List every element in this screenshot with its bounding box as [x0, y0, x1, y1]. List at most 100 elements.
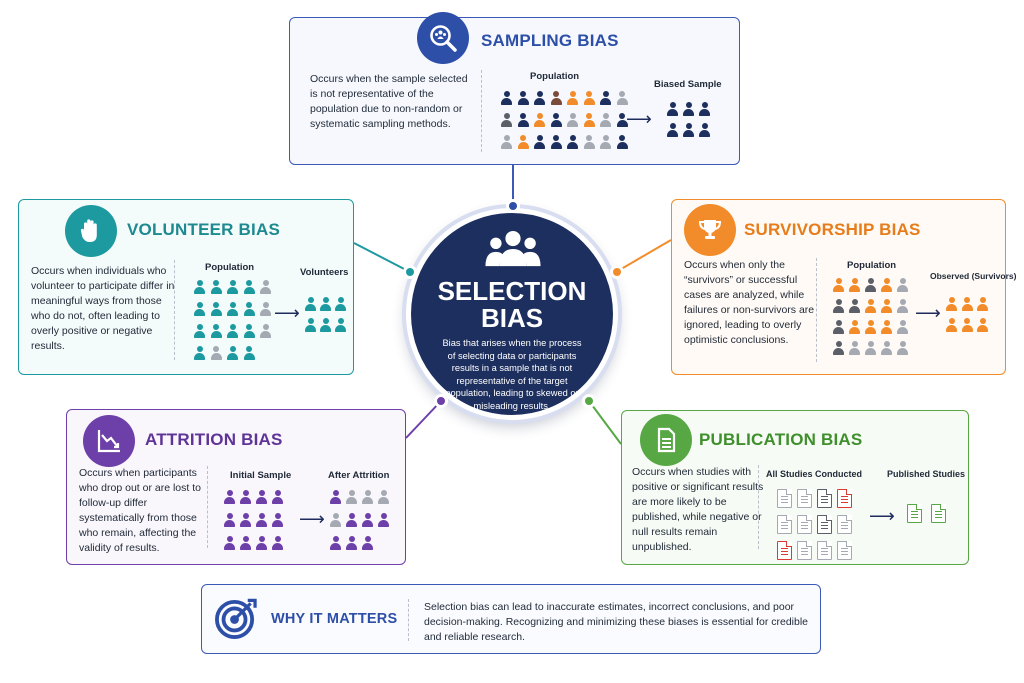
- person-icon: [329, 536, 342, 552]
- volunteer-population-grid: [193, 280, 276, 362]
- target-icon: [215, 598, 257, 639]
- person-icon: [517, 91, 530, 107]
- volunteer-sample-label: Volunteers: [300, 267, 349, 278]
- person-icon: [682, 102, 695, 118]
- document-icon: [777, 540, 793, 560]
- person-icon: [361, 513, 374, 529]
- person-icon: [223, 513, 236, 529]
- publication-population-label: All Studies Conducted: [766, 469, 863, 479]
- person-icon: [345, 513, 358, 529]
- person-icon: [832, 320, 845, 336]
- person-icon: [550, 135, 563, 151]
- person-icon: [666, 123, 679, 139]
- person-icon: [334, 318, 347, 334]
- person-icon: [976, 318, 989, 334]
- person-icon: [500, 91, 513, 107]
- person-icon: [864, 320, 877, 336]
- person-icon: [319, 297, 332, 313]
- person-icon: [243, 280, 256, 296]
- person-icon: [361, 490, 374, 506]
- person-icon: [259, 324, 272, 340]
- connector-dot: [506, 199, 520, 213]
- person-icon: [880, 341, 893, 357]
- person-icon: [566, 135, 579, 151]
- matters-badge: [212, 594, 260, 642]
- document-icon: [797, 514, 813, 534]
- person-icon: [226, 324, 239, 340]
- survivorship-title: SURVIVORSHIP BIAS: [744, 220, 921, 239]
- arrow-icon: ⟶: [869, 506, 895, 526]
- person-icon: [223, 536, 236, 552]
- survivorship-badge: [684, 204, 736, 256]
- person-icon: [361, 536, 374, 552]
- document-icon: [777, 514, 793, 534]
- sampling-sample-label: Biased Sample: [654, 79, 722, 90]
- person-icon: [243, 302, 256, 318]
- person-icon: [243, 324, 256, 340]
- person-icon: [864, 278, 877, 294]
- person-icon: [880, 278, 893, 294]
- person-icon: [210, 346, 223, 362]
- document-icon: [817, 540, 833, 560]
- group-people-icon: [485, 230, 541, 267]
- matters-description: Selection bias can lead to inaccurate es…: [424, 601, 809, 643]
- document-icon: [817, 488, 833, 508]
- person-icon: [210, 280, 223, 296]
- connector-dot: [403, 265, 417, 279]
- sampling-description: Occurs when the sample selected is not r…: [310, 73, 468, 130]
- person-icon: [896, 299, 909, 315]
- person-icon: [583, 91, 596, 107]
- attrition-badge: [83, 415, 135, 467]
- person-icon: [864, 299, 877, 315]
- sampling-sample-grid: [666, 102, 714, 139]
- person-icon: [226, 302, 239, 318]
- person-icon: [334, 297, 347, 313]
- person-icon: [880, 320, 893, 336]
- person-icon: [666, 102, 679, 118]
- person-icon: [259, 302, 272, 318]
- publication-bias-card: PUBLICATION BIAS Occurs when studies wit…: [621, 410, 969, 565]
- person-icon: [193, 346, 206, 362]
- person-icon: [226, 280, 239, 296]
- person-icon: [319, 318, 332, 334]
- document-icon: [837, 514, 853, 534]
- person-icon: [304, 318, 317, 334]
- arrow-icon: ⟶: [626, 109, 652, 129]
- person-icon: [880, 299, 893, 315]
- person-icon: [616, 113, 629, 129]
- person-icon: [945, 297, 958, 313]
- survivorship-population-label: Population: [847, 260, 897, 271]
- person-icon: [616, 91, 629, 107]
- person-icon: [961, 297, 974, 313]
- publication-population-grid: [777, 488, 857, 560]
- person-icon: [517, 135, 530, 151]
- person-icon: [210, 302, 223, 318]
- person-icon: [271, 490, 284, 506]
- person-icon: [329, 513, 342, 529]
- person-icon: [896, 341, 909, 357]
- person-icon: [345, 536, 358, 552]
- trophy-icon: [698, 220, 722, 239]
- person-icon: [377, 513, 390, 529]
- declining-chart-icon: [97, 430, 120, 453]
- center-title-line1: SELECTION: [437, 276, 587, 306]
- person-icon: [500, 135, 513, 151]
- document-icon: [657, 427, 676, 453]
- person-icon: [243, 346, 256, 362]
- person-icon: [533, 135, 546, 151]
- person-icon: [550, 113, 563, 129]
- volunteer-bias-card: VOLUNTEER BIAS Occurs when individuals w…: [18, 199, 354, 375]
- person-icon: [848, 320, 861, 336]
- person-icon: [517, 113, 530, 129]
- survivorship-description: Occurs when only the “survivors” or succ…: [684, 259, 815, 346]
- person-icon: [533, 91, 546, 107]
- person-icon: [961, 318, 974, 334]
- selection-bias-center: SELECTION BIAS Bias that arises when the…: [406, 208, 618, 420]
- document-icon: [777, 488, 793, 508]
- survivorship-sample-grid: [945, 297, 992, 334]
- person-icon: [226, 346, 239, 362]
- volunteer-badge: [65, 205, 117, 257]
- publication-sample-grid: [907, 503, 955, 523]
- person-icon: [271, 513, 284, 529]
- arrow-icon: ⟶: [299, 509, 325, 529]
